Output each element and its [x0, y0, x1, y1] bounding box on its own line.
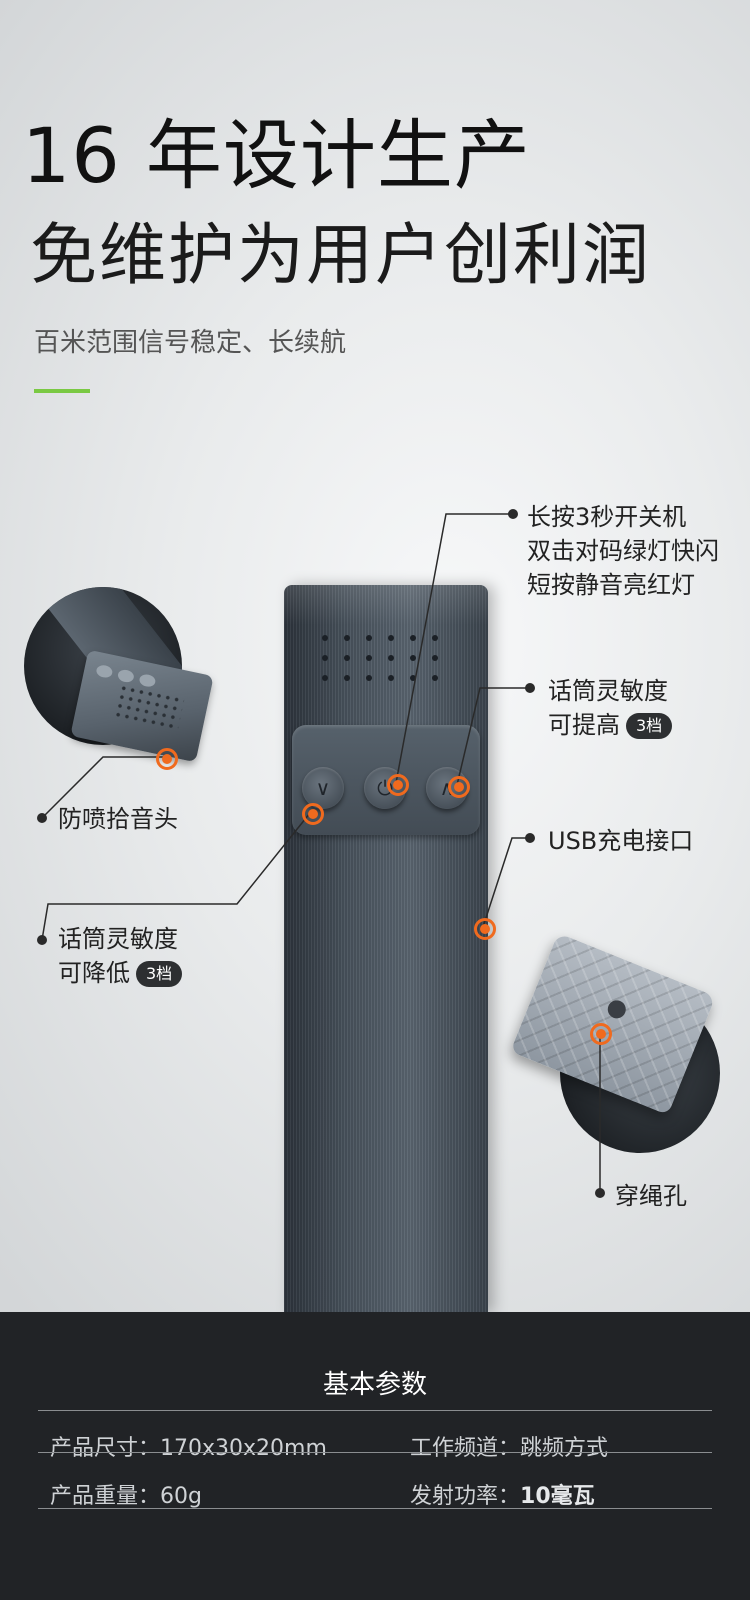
callout-usb: USB充电接口 [548, 827, 694, 855]
callout-gain-down-line1: 话筒灵敏度 [58, 925, 178, 953]
mic-grille [112, 682, 185, 732]
spec-size-label: 产品尺寸： [50, 1436, 161, 1461]
callout-gain-up-line1: 话筒灵敏度 [548, 677, 668, 705]
lanyard-marker-icon [590, 1023, 612, 1045]
callout-power-line3: 短按静音亮红灯 [527, 571, 695, 599]
spec-title: 基本参数 [322, 1370, 427, 1400]
spec-weight-value: 60g [160, 1484, 202, 1509]
mini-button-icon [138, 673, 157, 689]
gain-down-badge: 3档 [136, 961, 183, 987]
mini-button-icon [95, 663, 114, 679]
spec-channel-value: 跳频方式 [520, 1436, 609, 1461]
mini-button-icon [116, 668, 135, 684]
lanyard-hole [605, 997, 629, 1022]
spec-row2-left: 产品重量：60g [50, 1478, 202, 1510]
accent-divider [34, 389, 90, 393]
callout-gain-up-line2: 可提高 [548, 711, 620, 739]
callout-anti-spray: 防喷拾音头 [58, 805, 178, 833]
gain-up-marker-icon [448, 776, 470, 798]
spec-divider [38, 1452, 712, 1453]
callout-gain-down-line2: 可降低 [58, 959, 130, 987]
mic-head-closeup [70, 649, 214, 763]
spec-power-label: 发射功率： [410, 1484, 521, 1509]
spec-row1-left: 产品尺寸：170x30x20mm [50, 1430, 327, 1462]
callout-power-line2: 双击对码绿灯快闪 [527, 537, 719, 565]
headline-subtitle: 百米范围信号稳定、长续航 [34, 328, 347, 358]
callout-lanyard: 穿绳孔 [615, 1182, 687, 1210]
volume-down-button[interactable]: ∨ [302, 767, 344, 809]
gain-up-badge: 3档 [626, 713, 673, 739]
spec-row2-right: 发射功率：10毫瓦 [410, 1478, 595, 1510]
usb-marker-icon [474, 918, 496, 940]
speaker-grille [322, 635, 452, 695]
power-marker-icon [387, 774, 409, 796]
device-top-highlight [284, 585, 488, 625]
callout-power-line1: 长按3秒开关机 [527, 503, 687, 531]
headline-line2: 免维护为用户创利润 [30, 216, 651, 294]
spec-row1-right: 工作频道：跳频方式 [410, 1430, 608, 1462]
spec-channel-label: 工作频道： [410, 1436, 521, 1461]
spec-divider [38, 1410, 712, 1411]
spec-divider [38, 1508, 712, 1509]
spec-weight-label: 产品重量： [50, 1484, 161, 1509]
anti-spray-marker-icon [156, 748, 178, 770]
headline-line1: 16 年设计生产 [22, 111, 531, 200]
gain-down-marker-icon [302, 803, 324, 825]
spec-power-value: 10毫瓦 [520, 1484, 595, 1509]
callout-power: 长按3秒开关机 双击对码绿灯快闪 短按静音亮红灯 [527, 500, 719, 602]
spec-section: 基本参数 产品尺寸：170x30x20mm 工作频道：跳频方式 产品重量：60g… [0, 1312, 750, 1600]
microphone-device: ∨ ⏻ ∧ [284, 585, 488, 1313]
spec-size-value: 170x30x20mm [160, 1436, 327, 1461]
